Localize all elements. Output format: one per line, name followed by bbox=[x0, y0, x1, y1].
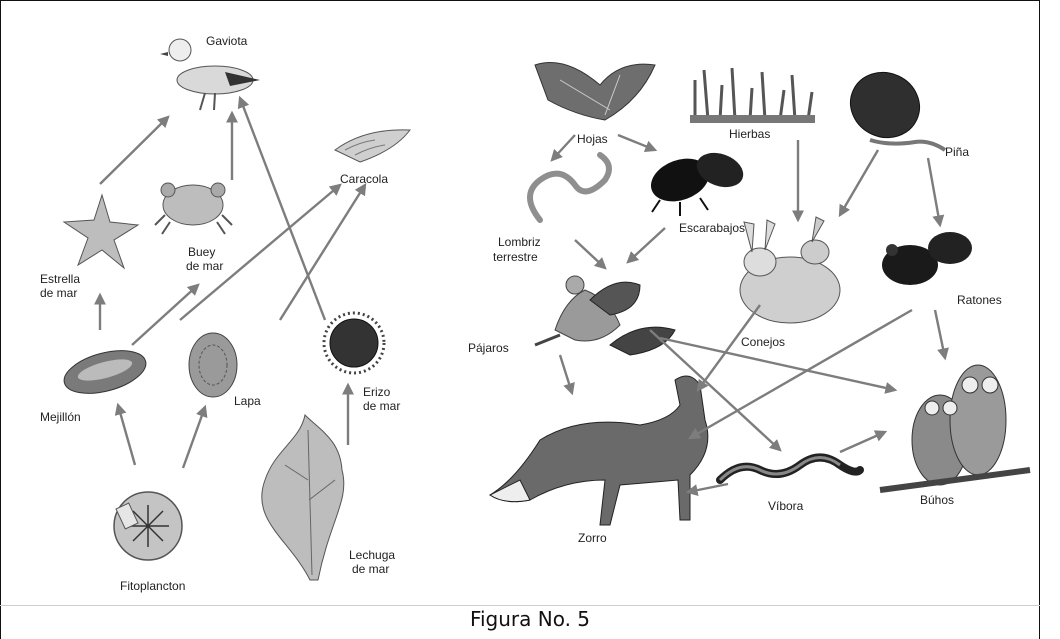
mejillon-illustration bbox=[60, 343, 151, 401]
pina-illustration bbox=[840, 61, 945, 150]
label-lapa: Lapa bbox=[234, 394, 261, 408]
label-buey-line1: Buey bbox=[188, 245, 215, 259]
label-escarabajos: Escarabajos bbox=[679, 221, 745, 235]
label-estrella-line1: Estrella bbox=[40, 272, 80, 286]
label-fitoplancton: Fitoplancton bbox=[120, 579, 185, 593]
label-erizo-line1: Erizo bbox=[363, 385, 391, 399]
label-caracola: Caracola bbox=[340, 172, 388, 186]
label-pajaros: Pájaros bbox=[468, 341, 509, 355]
lapa-illustration bbox=[189, 333, 237, 397]
label-hierbas: Hierbas bbox=[729, 127, 770, 141]
escarabajos-illustration bbox=[645, 147, 748, 216]
estrella-de-mar-illustration bbox=[64, 195, 138, 268]
label-mejillon: Mejillón bbox=[40, 410, 81, 424]
food-web-diagram: Gaviota Caracola Buey de mar Estrella de… bbox=[0, 0, 1060, 600]
label-zorro: Zorro bbox=[578, 531, 607, 545]
label-lombriz-line1: Lombriz bbox=[498, 235, 541, 249]
gaviota-illustration bbox=[160, 39, 260, 110]
erizo-de-mar-illustration bbox=[324, 313, 384, 373]
zorro-illustration bbox=[490, 376, 708, 525]
ratones-illustration bbox=[882, 232, 972, 285]
buhos-illustration bbox=[880, 365, 1030, 490]
marine-arrows bbox=[100, 98, 365, 468]
label-buhos: Búhos bbox=[920, 493, 954, 507]
label-lechuga-line2: de mar bbox=[352, 562, 389, 576]
label-gaviota: Gaviota bbox=[206, 34, 248, 48]
label-buey-line2: de mar bbox=[186, 259, 223, 273]
label-pina: Piña bbox=[945, 145, 969, 159]
label-conejos: Conejos bbox=[741, 335, 785, 349]
hierbas-illustration bbox=[690, 68, 815, 123]
label-vibora: Víbora bbox=[768, 499, 804, 513]
hojas-illustration bbox=[535, 63, 655, 121]
label-estrella-line2: de mar bbox=[40, 286, 77, 300]
caracola-illustration bbox=[335, 130, 410, 162]
lechuga-de-mar-illustration bbox=[262, 415, 344, 580]
pajaros-illustration bbox=[535, 276, 675, 355]
lombriz-illustration bbox=[530, 155, 609, 220]
vibora-illustration bbox=[720, 458, 860, 481]
caption-separator bbox=[0, 605, 1040, 606]
label-hojas: Hojas bbox=[577, 132, 608, 146]
label-ratones: Ratones bbox=[957, 293, 1002, 307]
label-erizo-line2: de mar bbox=[363, 399, 400, 413]
fitoplancton-illustration bbox=[114, 492, 182, 560]
conejos-illustration bbox=[740, 217, 840, 323]
label-lombriz-line2: terrestre bbox=[493, 250, 538, 264]
buey-de-mar-illustration bbox=[155, 183, 232, 234]
figure-caption: Figura No. 5 bbox=[0, 607, 1060, 631]
label-lechuga-line1: Lechuga bbox=[349, 548, 395, 562]
